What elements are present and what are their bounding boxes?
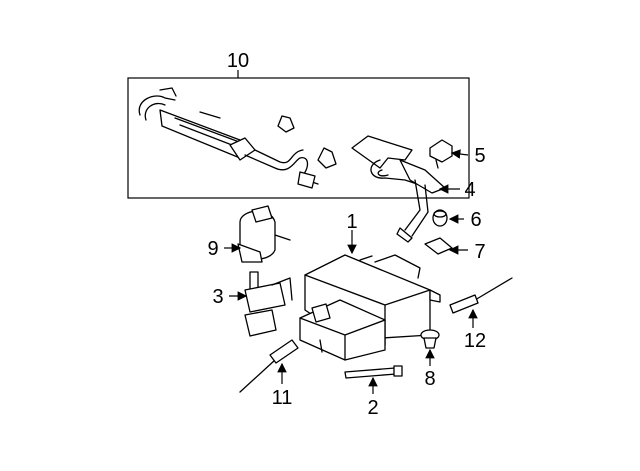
- callout-5: 5: [474, 145, 485, 167]
- callout-4: 4: [464, 179, 475, 201]
- callout-leaders: [224, 149, 478, 394]
- part-6-grommet: [432, 209, 448, 227]
- callout-12: 12: [464, 330, 486, 352]
- part-3-bracket: [244, 271, 293, 337]
- part-10-hose-assembly: [127, 70, 470, 199]
- callout-2: 2: [367, 397, 378, 419]
- callout-11: 11: [272, 387, 293, 409]
- part-7-clip: [424, 237, 453, 255]
- part-5-valve: [429, 139, 453, 169]
- part-4-bracket: [351, 135, 446, 243]
- callout-10: 10: [227, 50, 249, 72]
- callout-1: 1: [346, 211, 357, 233]
- part-11-sensor: [239, 339, 299, 393]
- callout-7: 7: [474, 241, 485, 263]
- callout-8: 8: [424, 368, 435, 390]
- part-9-purge-valve: [237, 205, 291, 263]
- callout-6: 6: [470, 209, 481, 231]
- callout-3: 3: [212, 286, 223, 308]
- part-12-sensor: [449, 277, 513, 314]
- part-2-bolt: [344, 365, 403, 379]
- part-1-canister: [299, 254, 441, 361]
- part-8-plug: [420, 329, 440, 349]
- callout-9: 9: [207, 238, 218, 260]
